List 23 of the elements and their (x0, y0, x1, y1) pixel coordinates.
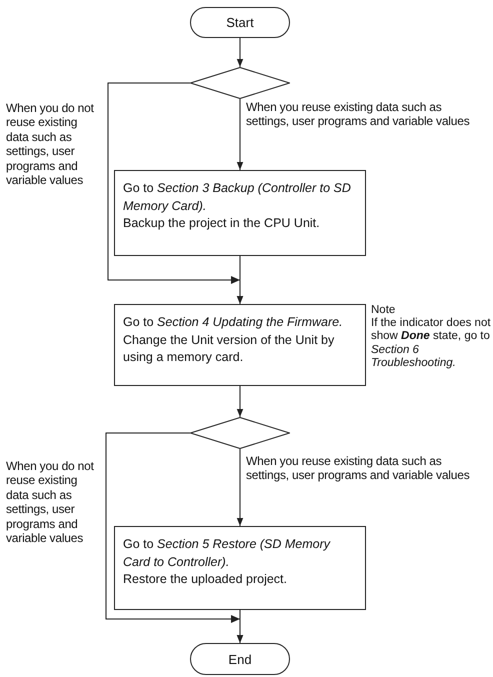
terminal-shape (190, 643, 290, 675)
terminal-shape (190, 7, 290, 38)
step-text: Restore the uploaded project. (123, 571, 288, 588)
section-reference: Go to Section 4 Updating the Firmware. (123, 314, 344, 331)
process-box (114, 526, 366, 610)
arrow (236, 386, 244, 418)
section-reference: Go to Section 5 Restore (SD Memory Card to Controller). (123, 536, 332, 571)
terminal-label: End (228, 652, 252, 666)
arrow (236, 98, 244, 170)
step-text: Change the Unit version of the Unit by using a memory card. (123, 332, 336, 366)
step-text: Backup the project in the CPU Unit. (123, 215, 321, 232)
terminal-label: Start (226, 15, 254, 30)
arrow (236, 448, 244, 526)
note-text: If the indicator does not show Done state, go to Section 6 Troubleshooting. (371, 317, 492, 370)
arrow (236, 610, 244, 644)
arrow (236, 256, 244, 304)
note-heading: Note (371, 304, 396, 318)
decision-diamond (190, 67, 290, 99)
section-reference: Go to Section 3 Backup (Controller to SD Memory Card). (123, 180, 352, 215)
arrow (236, 38, 244, 68)
decision-diamond (190, 417, 290, 449)
process-box (114, 304, 366, 386)
process-box (114, 170, 366, 256)
